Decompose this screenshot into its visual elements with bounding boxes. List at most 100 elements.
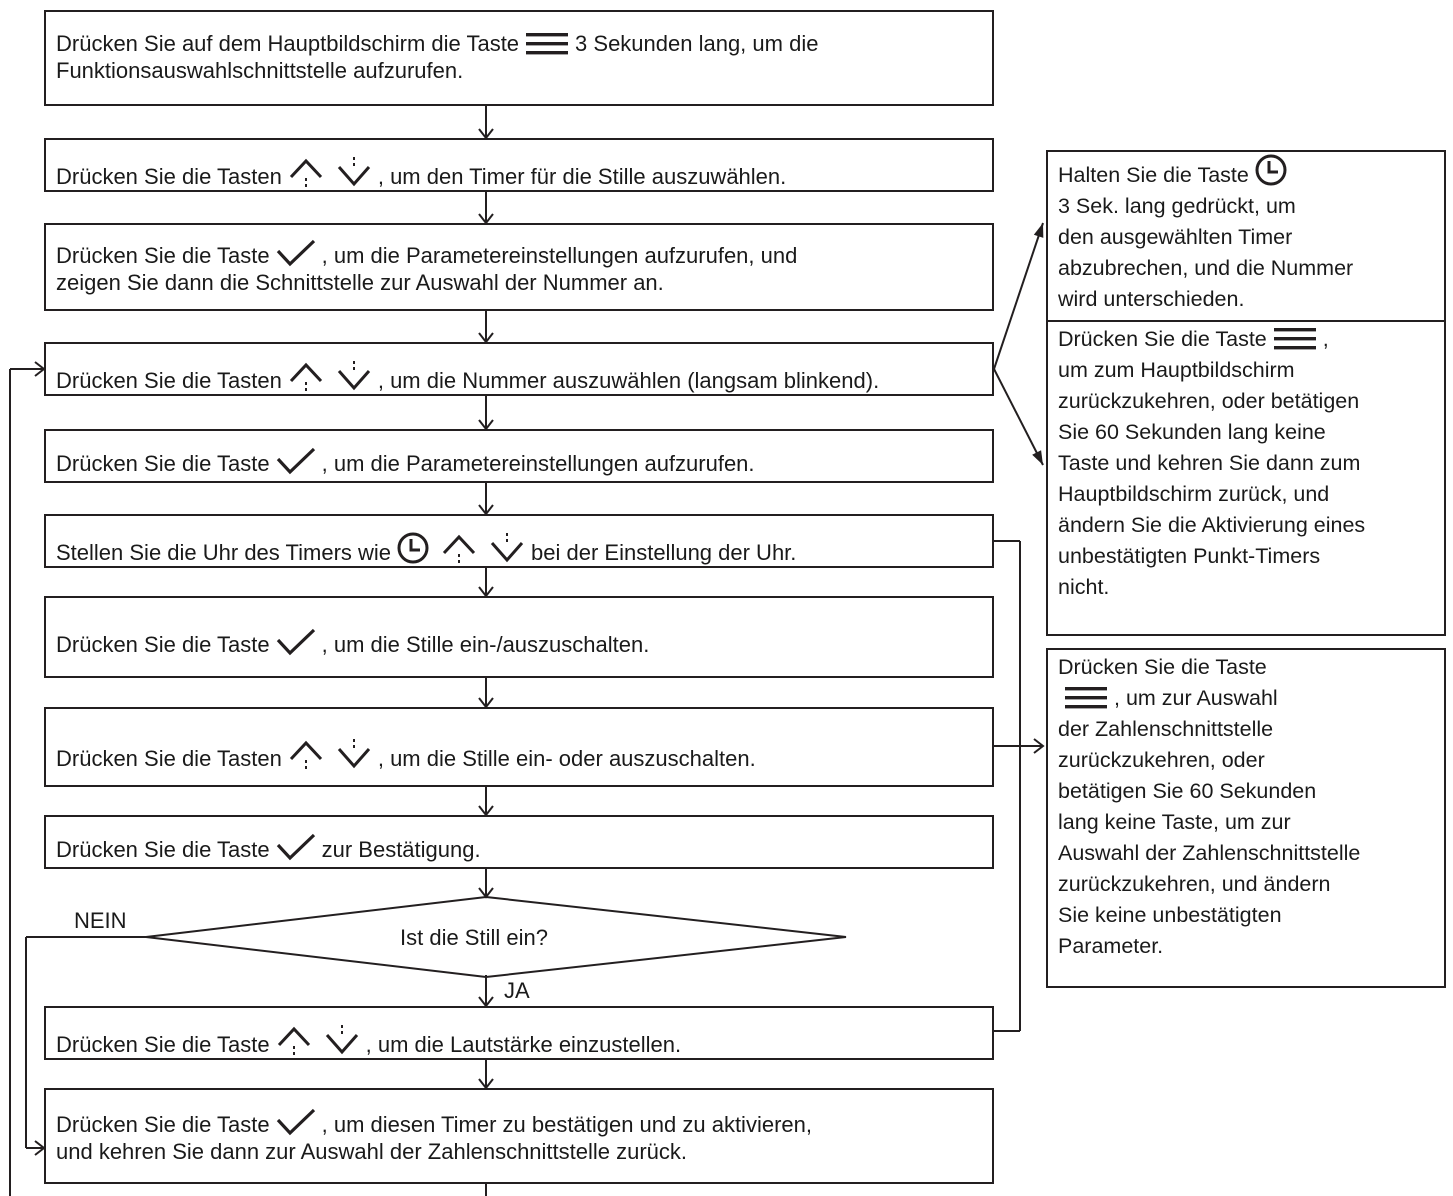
text-run: , um die Nummer auszuwählen (langsam bli…: [377, 368, 880, 393]
text-line: abzubrechen, und die Nummer: [1058, 253, 1434, 284]
text-run: zurückzukehren, oder betätigen: [1058, 389, 1360, 413]
text-run: , um den Timer für die Stille auszuwähle…: [377, 164, 787, 189]
arrow-down-icon: [336, 360, 372, 392]
text-run: Drücken Sie die Tasten: [56, 368, 282, 393]
text-line: Drücken Sie die Taste,: [1058, 324, 1434, 355]
text-line: Drücken Sie die Tasten , um den Timer für…: [56, 156, 982, 190]
text-line: Drücken Sie die Tasten, um die Stille ei…: [56, 738, 982, 772]
step-box: Drücken Sie die Taste , um die Parametere…: [44, 429, 994, 483]
text-run: der Zahlenschnittstelle: [1058, 717, 1274, 741]
menu-icon: [1064, 687, 1108, 709]
text-run: Drücken Sie die Taste: [56, 243, 270, 268]
text-run: Drücken Sie die Tasten: [56, 164, 282, 189]
text-run: Drücken Sie die Taste: [1058, 327, 1267, 351]
text-line: Sie keine unbestätigten: [1058, 900, 1434, 931]
text-line: Drücken Sie auf dem Hauptbildschirm die …: [56, 30, 982, 57]
clock-icon: [397, 532, 429, 564]
arrow-up-icon: [288, 156, 324, 188]
step-box: Drücken Sie die Tasten , um den Timer für…: [44, 138, 994, 192]
text-line: lang keine Taste, um zur: [1058, 807, 1434, 838]
text-run: und kehren Sie dann zur Auswahl der Zahl…: [56, 1139, 688, 1164]
text-run: abzubrechen, und die Nummer: [1058, 256, 1354, 280]
decision-no-label: NEIN: [74, 908, 127, 933]
text-run: Funktionsauswahlschnittstelle aufzurufen…: [56, 58, 464, 83]
text-run: Drücken Sie auf dem Hauptbildschirm die …: [56, 31, 520, 56]
text-run: nicht.: [1058, 575, 1110, 599]
text-line: nicht.: [1058, 572, 1434, 603]
step-box: Drücken Sie die Tasten, um die Stille ei…: [44, 707, 994, 787]
connector-line: [993, 368, 1044, 466]
arrow-down-icon: [489, 532, 525, 564]
arrow-down-icon: [336, 738, 372, 770]
clock-icon: [1255, 154, 1287, 186]
text-run: , um zur Auswahl: [1114, 686, 1278, 710]
text-line: Taste und kehren Sie dann zum: [1058, 448, 1434, 479]
step-box: Drücken Sie die Tasten , um die Nummer au…: [44, 342, 994, 396]
text-run: Halten Sie die Taste: [1058, 163, 1249, 187]
text-run: wird unterschieden.: [1058, 287, 1245, 311]
check-icon: [276, 833, 316, 861]
text-line: zurückzukehren, oder: [1058, 745, 1434, 776]
text-run: , um die Stille ein- oder auszuschalten.: [377, 746, 756, 771]
step-box: Drücken Sie auf dem Hauptbildschirm die …: [44, 10, 994, 106]
note-box: Drücken Sie die Taste, um zum Hauptbildsc…: [1046, 320, 1446, 636]
text-line: Sie 60 Sekunden lang keine: [1058, 417, 1434, 448]
text-run: Drücken Sie die Taste: [56, 632, 270, 657]
text-run: zurückzukehren, und ändern: [1058, 872, 1331, 896]
text-run: ändern Sie die Aktivierung eines: [1058, 513, 1366, 537]
arrowhead: [478, 887, 494, 899]
text-run: 3 Sek. lang gedrückt, um: [1058, 194, 1296, 218]
check-icon: [276, 447, 316, 475]
text-run: , um die Stille ein-/auszuschalten.: [321, 632, 650, 657]
step-box: Drücken Sie die Taste , um diesen Timer z…: [44, 1088, 994, 1184]
check-icon: [276, 1108, 316, 1136]
step-box: Drücken Sie die Taste , um die Stille ein…: [44, 596, 994, 678]
text-line: um zum Hauptbildschirm: [1058, 355, 1434, 386]
text-line: Drücken Sie die Taste: [1058, 652, 1434, 683]
text-run: ,: [1322, 327, 1329, 351]
text-run: um zum Hauptbildschirm: [1058, 358, 1295, 382]
text-run: betätigen Sie 60 Sekunden: [1058, 779, 1317, 803]
text-line: und kehren Sie dann zur Auswahl der Zahl…: [56, 1138, 982, 1165]
text-run: , um die Parametereinstellungen aufzuruf…: [321, 451, 755, 476]
text-line: betätigen Sie 60 Sekunden: [1058, 776, 1434, 807]
text-run: Drücken Sie die Taste: [56, 451, 270, 476]
text-line: Hauptbildschirm zurück, und: [1058, 479, 1434, 510]
arrowhead: [1033, 738, 1045, 754]
text-line: den ausgewählten Timer: [1058, 222, 1434, 253]
note-box: Halten Sie die Taste 3 Sek. lang gedrückt…: [1046, 150, 1446, 322]
text-line: Drücken Sie die Taste , um die Stille ein…: [56, 628, 982, 658]
text-run: Stellen Sie die Uhr des Timers wie: [56, 540, 392, 565]
arrow-up-icon: [276, 1024, 312, 1056]
step-box: Drücken Sie die Taste, um die Parametere…: [44, 223, 994, 311]
text-run: 3 Sekunden lang, um die: [575, 31, 819, 56]
text-run: lang keine Taste, um zur: [1058, 810, 1291, 834]
menu-icon: [1273, 328, 1317, 350]
arrow-down-icon: [336, 156, 372, 188]
text-run: Sie keine unbestätigten: [1058, 903, 1282, 927]
text-run: Drücken Sie die Taste: [56, 1032, 270, 1057]
text-line: zurückzukehren, und ändern: [1058, 869, 1434, 900]
text-line: Funktionsauswahlschnittstelle aufzurufen…: [56, 57, 982, 84]
text-line: Drücken Sie die Taste, um die Parametere…: [56, 239, 982, 269]
text-run: , um diesen Timer zu bestätigen und zu a…: [321, 1112, 812, 1137]
text-line: 3 Sek. lang gedrückt, um: [1058, 191, 1434, 222]
text-run: Drücken Sie die Taste: [56, 1112, 270, 1137]
arrowhead: [1033, 223, 1044, 238]
menu-icon: [525, 33, 569, 55]
text-line: ändern Sie die Aktivierung eines: [1058, 510, 1434, 541]
arrow-up-icon: [288, 738, 324, 770]
text-run: zurückzukehren, oder: [1058, 748, 1265, 772]
text-line: unbestätigten Punkt-Timers: [1058, 541, 1434, 572]
arrowhead: [1032, 450, 1043, 465]
text-line: zurückzukehren, oder betätigen: [1058, 386, 1434, 417]
text-line: Halten Sie die Taste: [1058, 154, 1434, 191]
text-run: Auswahl der Zahlenschnittstelle: [1058, 841, 1361, 865]
decision-text: Ist die Still ein?: [400, 925, 548, 950]
connector-line: [993, 222, 1044, 370]
text-run: unbestätigten Punkt-Timers: [1058, 544, 1321, 568]
